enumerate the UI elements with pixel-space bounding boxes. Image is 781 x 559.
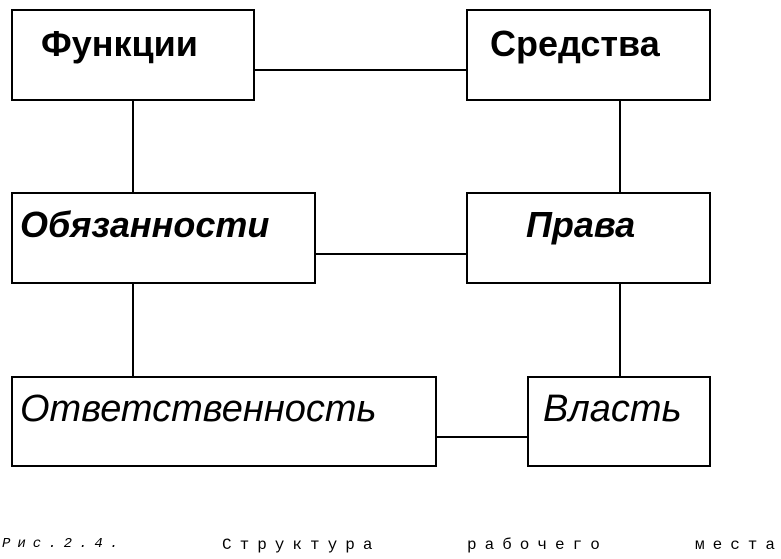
box-means-label: Средства [490,23,660,64]
box-duties-label: Обязанности [20,204,270,245]
caption-word: рабочего [467,536,608,554]
box-rights: Права [466,192,711,284]
caption-word: места [695,536,781,554]
box-duties: Обязанности [11,192,316,284]
box-responsibility-label: Ответственность [20,388,377,430]
caption-word: Структура [222,536,381,554]
figure-number: Рис.2.4. [2,536,126,552]
box-responsibility: Ответственность [11,376,437,467]
box-means: Средства [466,9,711,101]
box-rights-label: Права [526,204,636,245]
box-power: Власть [527,376,711,467]
box-power-label: Власть [543,388,682,430]
box-functions: Функции [11,9,255,101]
box-functions-label: Функции [41,23,198,64]
